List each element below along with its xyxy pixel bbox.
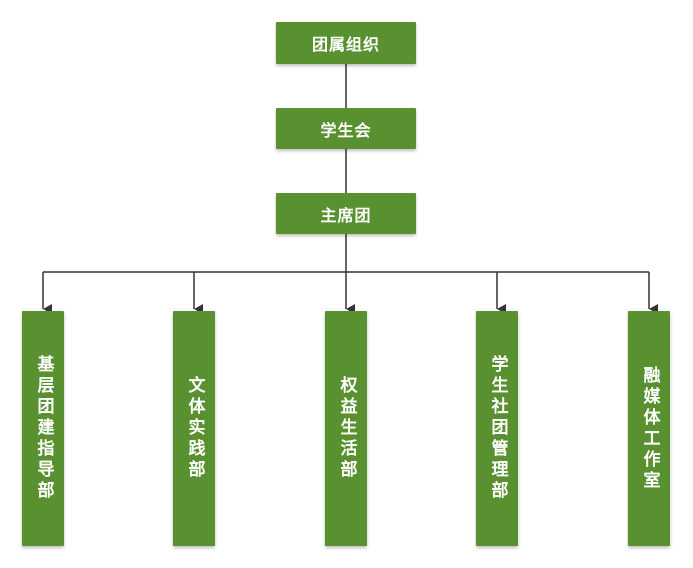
dept-node-2: 文体实践部 xyxy=(173,311,215,546)
dept-label-4: 学生社团管理部 xyxy=(487,355,508,502)
dept-label-3: 权益生活部 xyxy=(336,376,357,481)
node-top-label: 团属组织 xyxy=(311,35,380,54)
dept-node-3: 权益生活部 xyxy=(325,311,367,546)
dept-node-5: 融媒体工作室 xyxy=(628,311,670,546)
dept-label-5: 融媒体工作室 xyxy=(639,365,660,492)
dept-label-1: 基层团建指导部 xyxy=(33,355,54,502)
node-level2: 学生会 xyxy=(276,108,416,149)
node-top: 团属组织 xyxy=(276,22,416,64)
node-level2-label: 学生会 xyxy=(320,120,372,140)
dept-node-1: 基层团建指导部 xyxy=(22,311,64,546)
dept-node-4: 学生社团管理部 xyxy=(476,311,518,546)
node-level3-label: 主席团 xyxy=(320,205,372,225)
node-level3: 主席团 xyxy=(276,193,416,234)
dept-label-2: 文体实践部 xyxy=(184,376,205,481)
